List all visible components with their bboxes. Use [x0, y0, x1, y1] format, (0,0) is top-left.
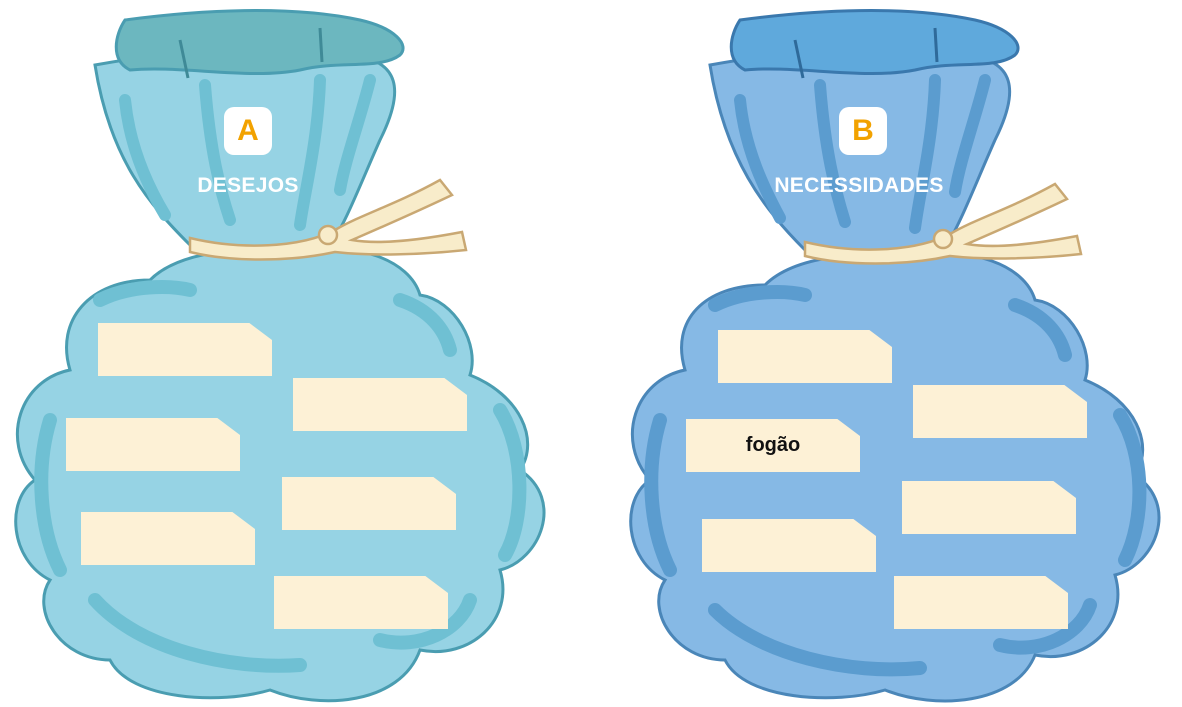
bag-a-card-5[interactable] — [81, 512, 255, 565]
bag-b-card-1[interactable] — [718, 330, 892, 383]
bag-b-badge: B — [839, 107, 887, 155]
bag-b-card-2[interactable] — [913, 385, 1087, 438]
bag-b-card-6[interactable] — [894, 576, 1068, 629]
bag-a-shading — [34, 280, 527, 673]
bag-b-title: NECESSIDADES — [774, 174, 944, 197]
bag-a-card-1[interactable] — [98, 323, 272, 376]
bag-a-card-6[interactable] — [274, 576, 448, 629]
bag-a-badge: A — [224, 107, 272, 155]
bag-a-title: DESEJOS — [197, 174, 299, 197]
bag-b-card-5[interactable] — [702, 519, 876, 572]
bag-a-card-2[interactable] — [293, 378, 467, 431]
bag-b-shading — [644, 285, 1147, 677]
bag-b-card-4[interactable] — [902, 481, 1076, 534]
bag-a-card-3[interactable] — [66, 418, 240, 471]
bag-b-card-3[interactable]: fogão — [686, 419, 860, 472]
bag-a-card-4[interactable] — [282, 477, 456, 530]
bag-b-rim — [729, 9, 1020, 75]
bag-a-rim — [114, 9, 405, 75]
bag-b-neck-folds — [734, 74, 991, 234]
bag-a-neck-folds — [119, 74, 376, 231]
